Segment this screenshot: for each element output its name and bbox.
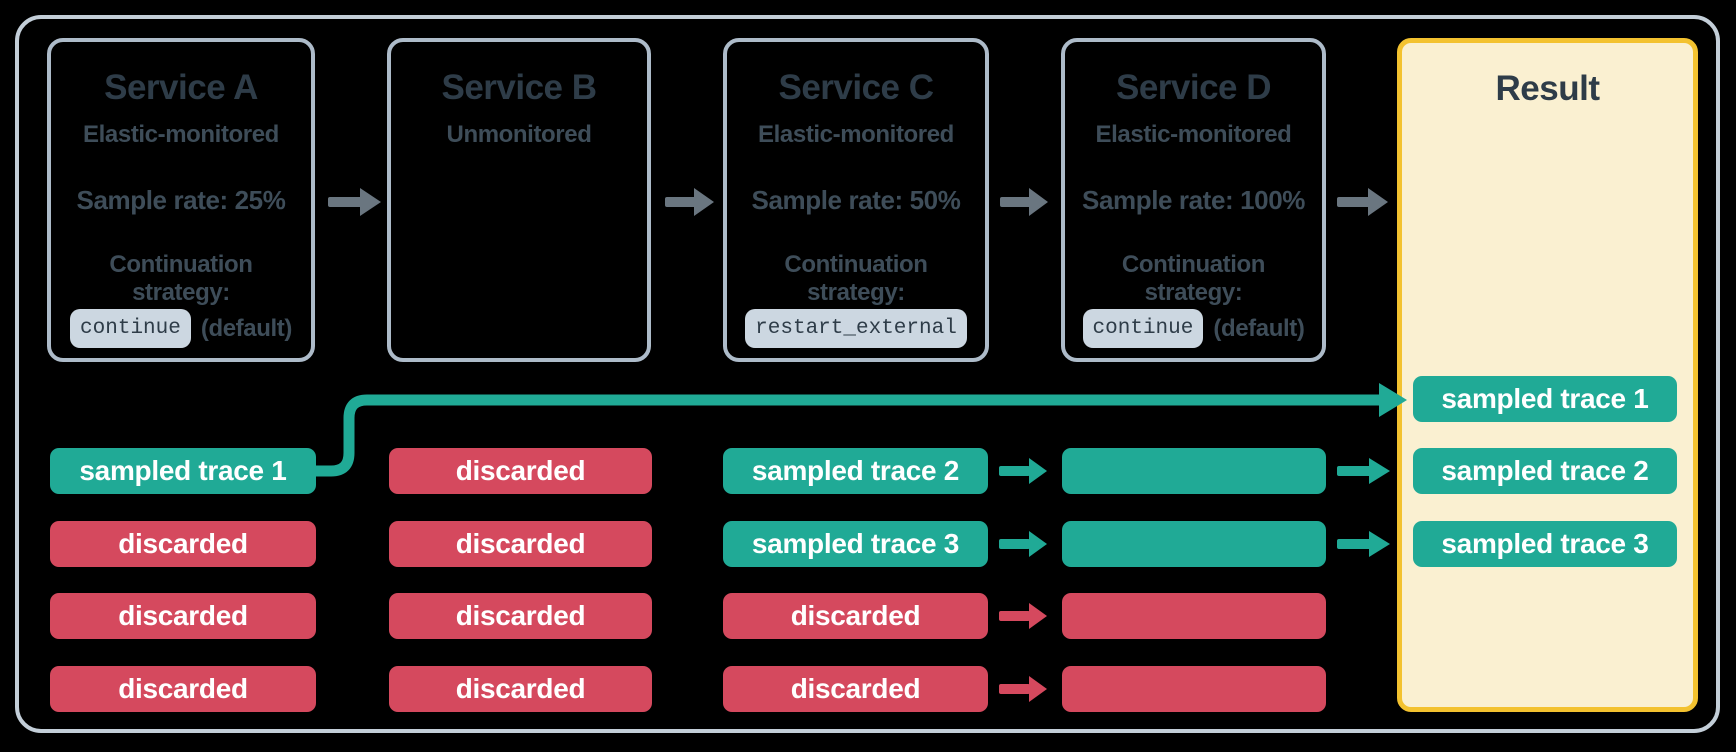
service-a-monitoring: Elastic-monitored xyxy=(83,121,279,148)
service-a-title: Service A xyxy=(104,68,258,107)
service-c-monitoring: Elastic-monitored xyxy=(758,121,954,148)
service-d-sample-rate: Sample rate: 100% xyxy=(1082,185,1305,215)
service-c-continuation-line1: Continuation xyxy=(784,251,928,278)
service-d-strategy-chip: continue xyxy=(1082,309,1204,348)
trace-pill-d4 xyxy=(1062,666,1326,712)
service-c-sample-rate: Sample rate: 50% xyxy=(751,185,961,215)
result-pill-3: sampled trace 3 xyxy=(1413,521,1677,567)
service-c-strategy-row: restart_external xyxy=(727,309,985,348)
service-d-strategy-row: continue (default) xyxy=(1065,309,1322,348)
service-d-title: Service D xyxy=(1115,68,1272,107)
trace-pill-a2: discarded xyxy=(50,521,316,567)
service-d-continuation-line1: Continuation xyxy=(1121,251,1266,278)
service-d-monitoring: Elastic-monitored xyxy=(1095,121,1292,148)
trace-pill-a1: sampled trace 1 xyxy=(50,448,316,494)
service-box-c: Service C Elastic-monitored Sample rate:… xyxy=(723,38,989,362)
trace-pill-a3: discarded xyxy=(50,593,316,639)
trace-pill-d2 xyxy=(1062,521,1326,567)
trace-pill-d1 xyxy=(1062,448,1326,494)
service-a-strategy-row: continue (default) xyxy=(51,309,311,348)
trace-pill-c4: discarded xyxy=(723,666,988,712)
service-d-strategy-suffix: (default) xyxy=(1213,314,1305,342)
service-box-b: Service B Unmonitored xyxy=(387,38,651,362)
trace-pill-b2: discarded xyxy=(389,521,652,567)
trace-pill-d3 xyxy=(1062,593,1326,639)
service-c-title: Service C xyxy=(778,68,934,107)
service-box-a: Service A Elastic-monitored Sample rate:… xyxy=(47,38,315,362)
service-a-strategy-suffix: (default) xyxy=(200,314,292,342)
outer-frame xyxy=(15,15,1720,733)
result-pill-1: sampled trace 1 xyxy=(1413,376,1677,422)
trace-pill-b3: discarded xyxy=(389,593,652,639)
service-box-d: Service D Elastic-monitored Sample rate:… xyxy=(1061,38,1326,362)
trace-pill-b1: discarded xyxy=(389,448,652,494)
trace-pill-a4: discarded xyxy=(50,666,316,712)
service-b-title: Service B xyxy=(441,68,597,107)
service-c-strategy-chip: restart_external xyxy=(745,309,967,348)
service-a-continuation-line1: Continuation xyxy=(109,251,253,278)
result-box: Result xyxy=(1397,38,1698,712)
service-a-strategy-chip: continue xyxy=(70,309,191,348)
trace-pill-b4: discarded xyxy=(389,666,652,712)
service-a-sample-rate: Sample rate: 25% xyxy=(76,185,286,215)
service-a-continuation-line2: strategy: xyxy=(132,279,230,306)
trace-pill-c3: discarded xyxy=(723,593,988,639)
service-b-monitoring: Unmonitored xyxy=(446,121,592,148)
trace-pill-c2: sampled trace 3 xyxy=(723,521,988,567)
result-title: Result xyxy=(1495,69,1600,108)
service-d-continuation-line2: strategy: xyxy=(1144,279,1243,306)
service-c-continuation-line2: strategy: xyxy=(807,279,905,306)
trace-pill-c1: sampled trace 2 xyxy=(723,448,988,494)
result-pill-2: sampled trace 2 xyxy=(1413,448,1677,494)
